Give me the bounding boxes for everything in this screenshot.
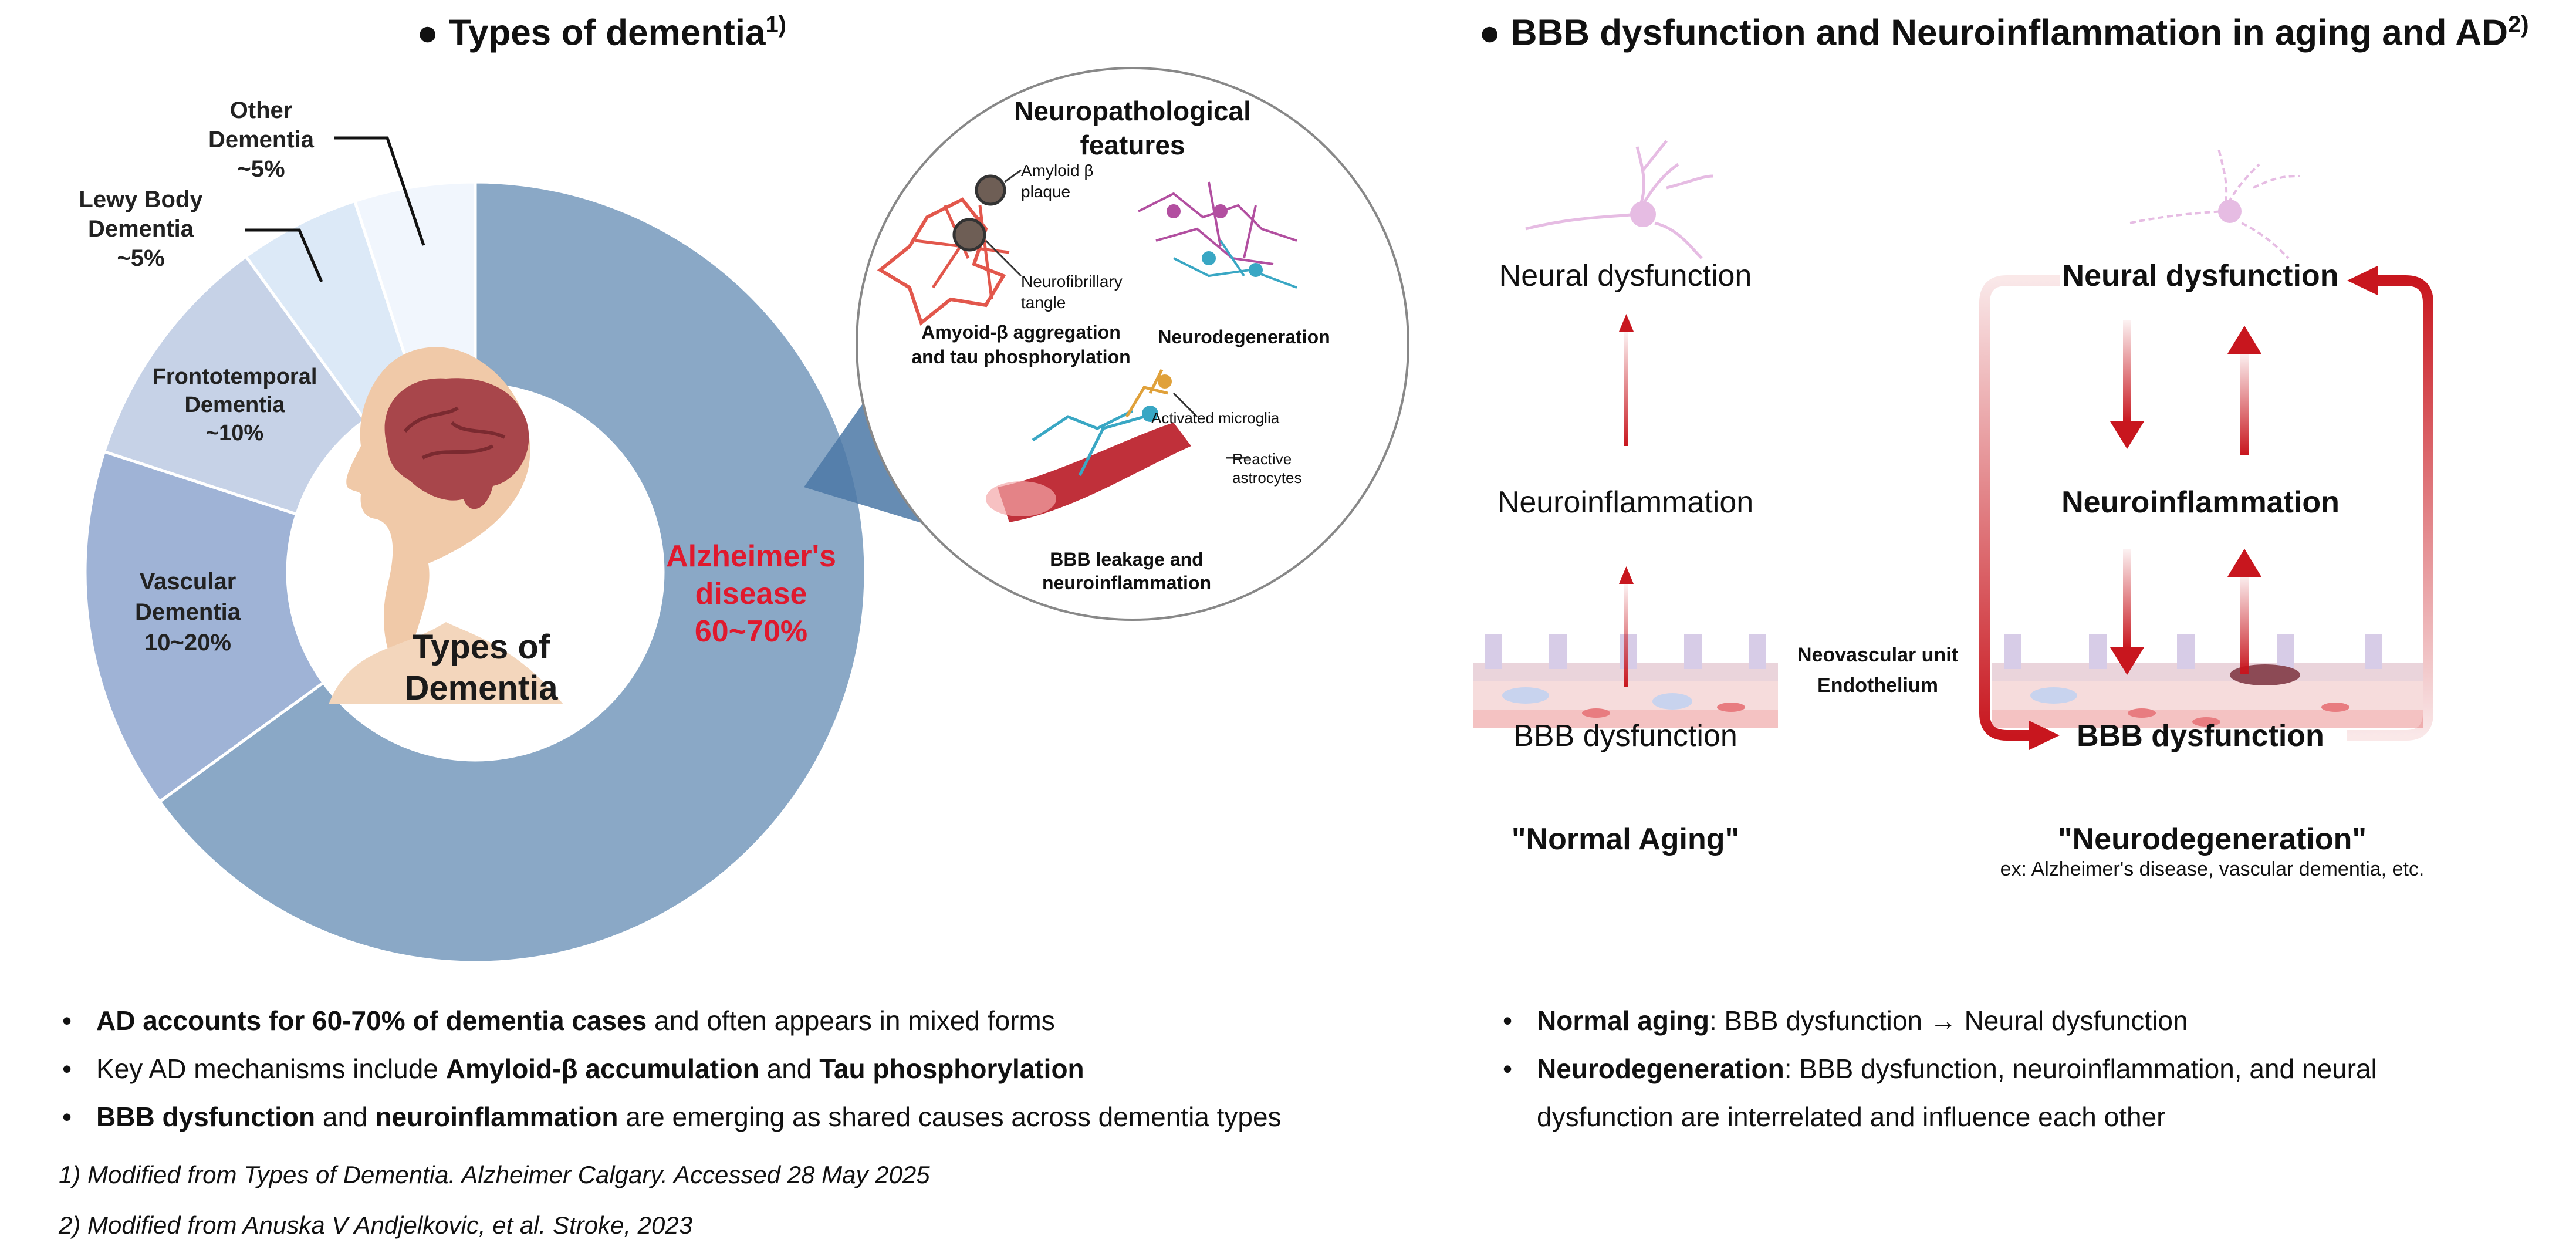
right-bullet-2: Neurodegeneration: BBB dysfunction, neur… xyxy=(1499,1045,2497,1141)
leader-lewy xyxy=(245,228,323,282)
endothelium-normal xyxy=(1473,634,1778,728)
plaque-icon xyxy=(975,174,1006,206)
right-title: ● BBB dysfunction and Neuroinflammation … xyxy=(1479,12,2529,54)
label-amyloid-plaque: Amyloid β plaque xyxy=(1021,161,1094,201)
loop-left xyxy=(1979,275,2060,741)
normal-aging-caption: "Normal Aging" xyxy=(1511,822,1740,856)
left-title: ● Types of dementia1) xyxy=(417,12,786,54)
normal-inflam-label: Neuroinflammation xyxy=(1497,485,1754,519)
label-lewy: Lewy Body Dementia ~5% xyxy=(79,187,203,271)
left-title-text: Types of dementia xyxy=(448,12,766,53)
label-nft: Neurofibrillary tangle xyxy=(1021,272,1123,312)
arrow-neuro-neural-to-inflam xyxy=(2110,320,2144,449)
neurodegeneration-illustration xyxy=(1138,181,1297,289)
left-bullet-2: Key AD mechanisms include Amyloid-β accu… xyxy=(59,1045,1408,1093)
left-title-ref: 1) xyxy=(765,12,787,38)
leader-other xyxy=(334,136,425,246)
arrow-neuro-inflam-to-neural xyxy=(2227,326,2261,455)
neurodegeneration-caption: "Neurodegeneration" xyxy=(2057,822,2367,856)
loop-right-head xyxy=(2347,266,2378,295)
amyloid-tau-illustration xyxy=(877,169,1022,326)
slice-frontotemporal-dementia xyxy=(102,254,367,516)
neuron-icon-normal xyxy=(1525,140,1714,259)
label-frontotemporal: Frontotemporal Dementia ~10% xyxy=(152,364,317,445)
label-alzheimers: Alzheimer's disease 60~70% xyxy=(666,539,836,649)
loop-right xyxy=(2347,275,2433,741)
arrow-neuro-bbb-to-inflam xyxy=(2227,549,2261,674)
arrow-neuro-inflam-to-bbb xyxy=(2110,549,2144,675)
loop-left-head xyxy=(2029,721,2060,750)
left-bullet-3: BBB dysfunction and neuroinflammation ar… xyxy=(59,1093,1408,1141)
neuron-icon-neurodegeneration xyxy=(2129,146,2301,259)
inset-title: Neuropathological features xyxy=(1014,96,1251,160)
label-vascular: Vascular Dementia 10~20% xyxy=(134,569,241,656)
neuro-neural-label: Neural dysfunction xyxy=(2062,259,2339,293)
left-bullet-1: AD accounts for 60-70% of dementia cases… xyxy=(59,997,1408,1045)
right-bullet-list: Normal aging: BBB dysfunction → Neural d… xyxy=(1499,997,2497,1141)
footnote-1: 1) Modified from Types of Dementia. Alzh… xyxy=(59,1161,930,1188)
arrow-normal-inflam-to-neural xyxy=(1619,314,1634,446)
slice-alzheimer-s-disease xyxy=(157,180,867,964)
right-title-text: BBB dysfunction and Neuroinflammation in… xyxy=(1510,12,2508,53)
right-bullet-1: Normal aging: BBB dysfunction → Neural d… xyxy=(1499,997,2497,1045)
label-bbb-leakage: BBB leakage and neuroinflammation xyxy=(1042,549,1211,593)
normal-neural-label: Neural dysfunction xyxy=(1499,259,1752,293)
right-title-ref: 2) xyxy=(2507,12,2529,38)
label-other: Other Dementia ~5% xyxy=(208,97,315,182)
donut-center-label: Types of Dementia xyxy=(404,628,558,707)
neuro-bbb-label: BBB dysfunction xyxy=(2077,719,2324,753)
shoulders xyxy=(329,622,563,704)
neovascular-label: Neovascular unit Endothelium xyxy=(1797,644,1958,697)
neuro-inflam-label: Neuroinflammation xyxy=(2061,485,2340,519)
label-activated-microglia: Activated microglia xyxy=(1151,409,1280,427)
endothelium-neurodegeneration xyxy=(1992,634,2423,728)
normal-bbb-label: BBB dysfunction xyxy=(1513,719,1737,753)
brain-icon xyxy=(384,378,529,509)
label-neurodegeneration: Neurodegeneration xyxy=(1158,326,1330,347)
bullet-dot: ● xyxy=(1479,12,1511,53)
footnote-2: 2) Modified from Anuska V Andjelkovic, e… xyxy=(59,1211,693,1239)
bbb-leakage-illustration xyxy=(986,369,1250,522)
label-reactive-astrocytes: Reactive astrocytes xyxy=(1232,450,1302,487)
label-amyloid-aggregation: Amyoid-β aggregation and tau phosphoryla… xyxy=(911,322,1131,367)
slice-vascular-dementia xyxy=(83,450,326,804)
donut-slices xyxy=(83,180,867,964)
left-bullet-list: AD accounts for 60-70% of dementia cases… xyxy=(59,997,1408,1141)
arrow-normal-bbb-to-inflam xyxy=(1619,566,1634,687)
head-illustration xyxy=(329,347,563,704)
inset-circle xyxy=(856,67,1409,621)
bullet-dot: ● xyxy=(417,12,449,53)
neurodegeneration-subcaption: ex: Alzheimer's disease, vascular dement… xyxy=(2000,858,2425,880)
